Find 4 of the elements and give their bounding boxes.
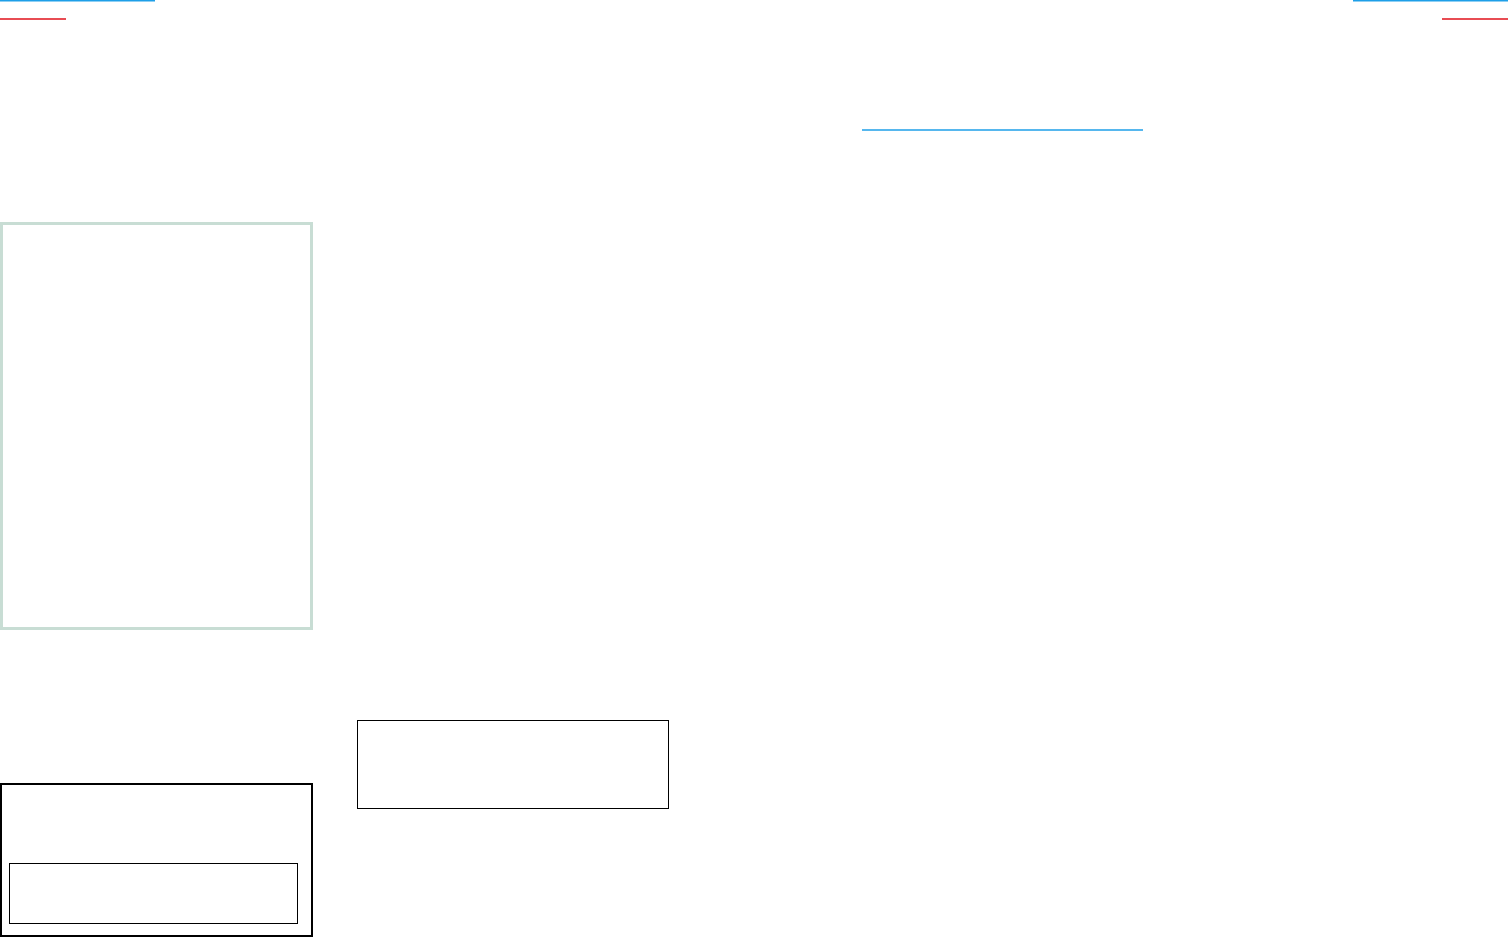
- empty-box: [357, 720, 669, 809]
- empty-box: [0, 783, 313, 937]
- empty-box: [9, 863, 298, 924]
- empty-panel: [0, 222, 313, 630]
